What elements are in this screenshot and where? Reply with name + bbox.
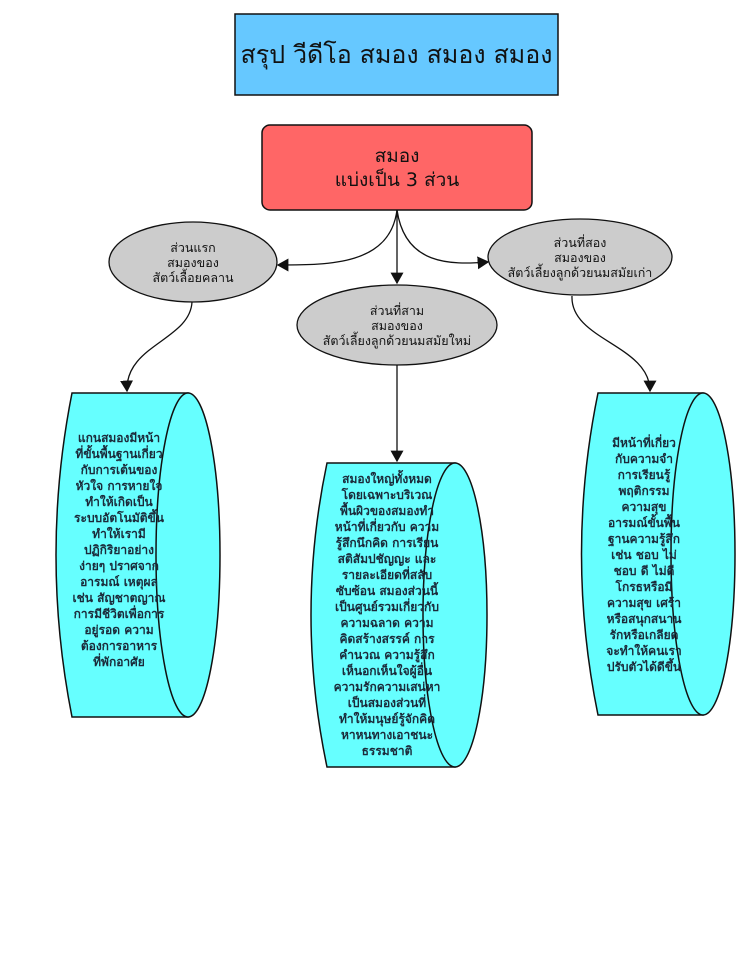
part2-cylinder xyxy=(580,392,736,716)
part3-description: สมองใหญ่ทั้งหมด โดยเฉพาะบริเวณ พื้นผิวขอ… xyxy=(333,472,441,758)
part3-ellipse xyxy=(296,284,498,366)
part3-label: ส่วนที่สาม สมองของ สัตว์เลี้ยงลูกด้วยนมส… xyxy=(322,302,472,348)
arrow-part2-to-desc xyxy=(571,295,657,393)
arrow-root-to-part2 xyxy=(396,209,490,270)
part3-cylinder xyxy=(310,462,488,768)
part2-ellipse xyxy=(487,218,673,296)
arrow-part1-to-desc xyxy=(120,301,193,393)
part1-ellipse xyxy=(108,221,278,303)
arrow-root-to-part1 xyxy=(276,209,398,272)
title-box xyxy=(234,13,559,96)
part1-cylinder xyxy=(55,392,221,718)
part1-description: แกนสมองมีหน้า ที่ขั้นพื้นฐานเกี่ยว กับกา… xyxy=(72,431,166,669)
part2-description: มีหน้าที่เกี่ยว กับความจำ การเรียนรู้ พฤ… xyxy=(606,436,682,674)
root-node-text: สมอง แบ่งเป็น 3 ส่วน xyxy=(334,144,460,191)
part1-label: ส่วนแรก สมองของ สัตว์เลื้อยคลาน xyxy=(152,239,234,285)
part2-label: ส่วนที่สอง สมองของ สัตว์เลี้ยงลูกด้วยนมส… xyxy=(507,234,653,280)
diagram-title: สรุป วีดีโอ สมอง สมอง สมอง xyxy=(240,39,553,69)
